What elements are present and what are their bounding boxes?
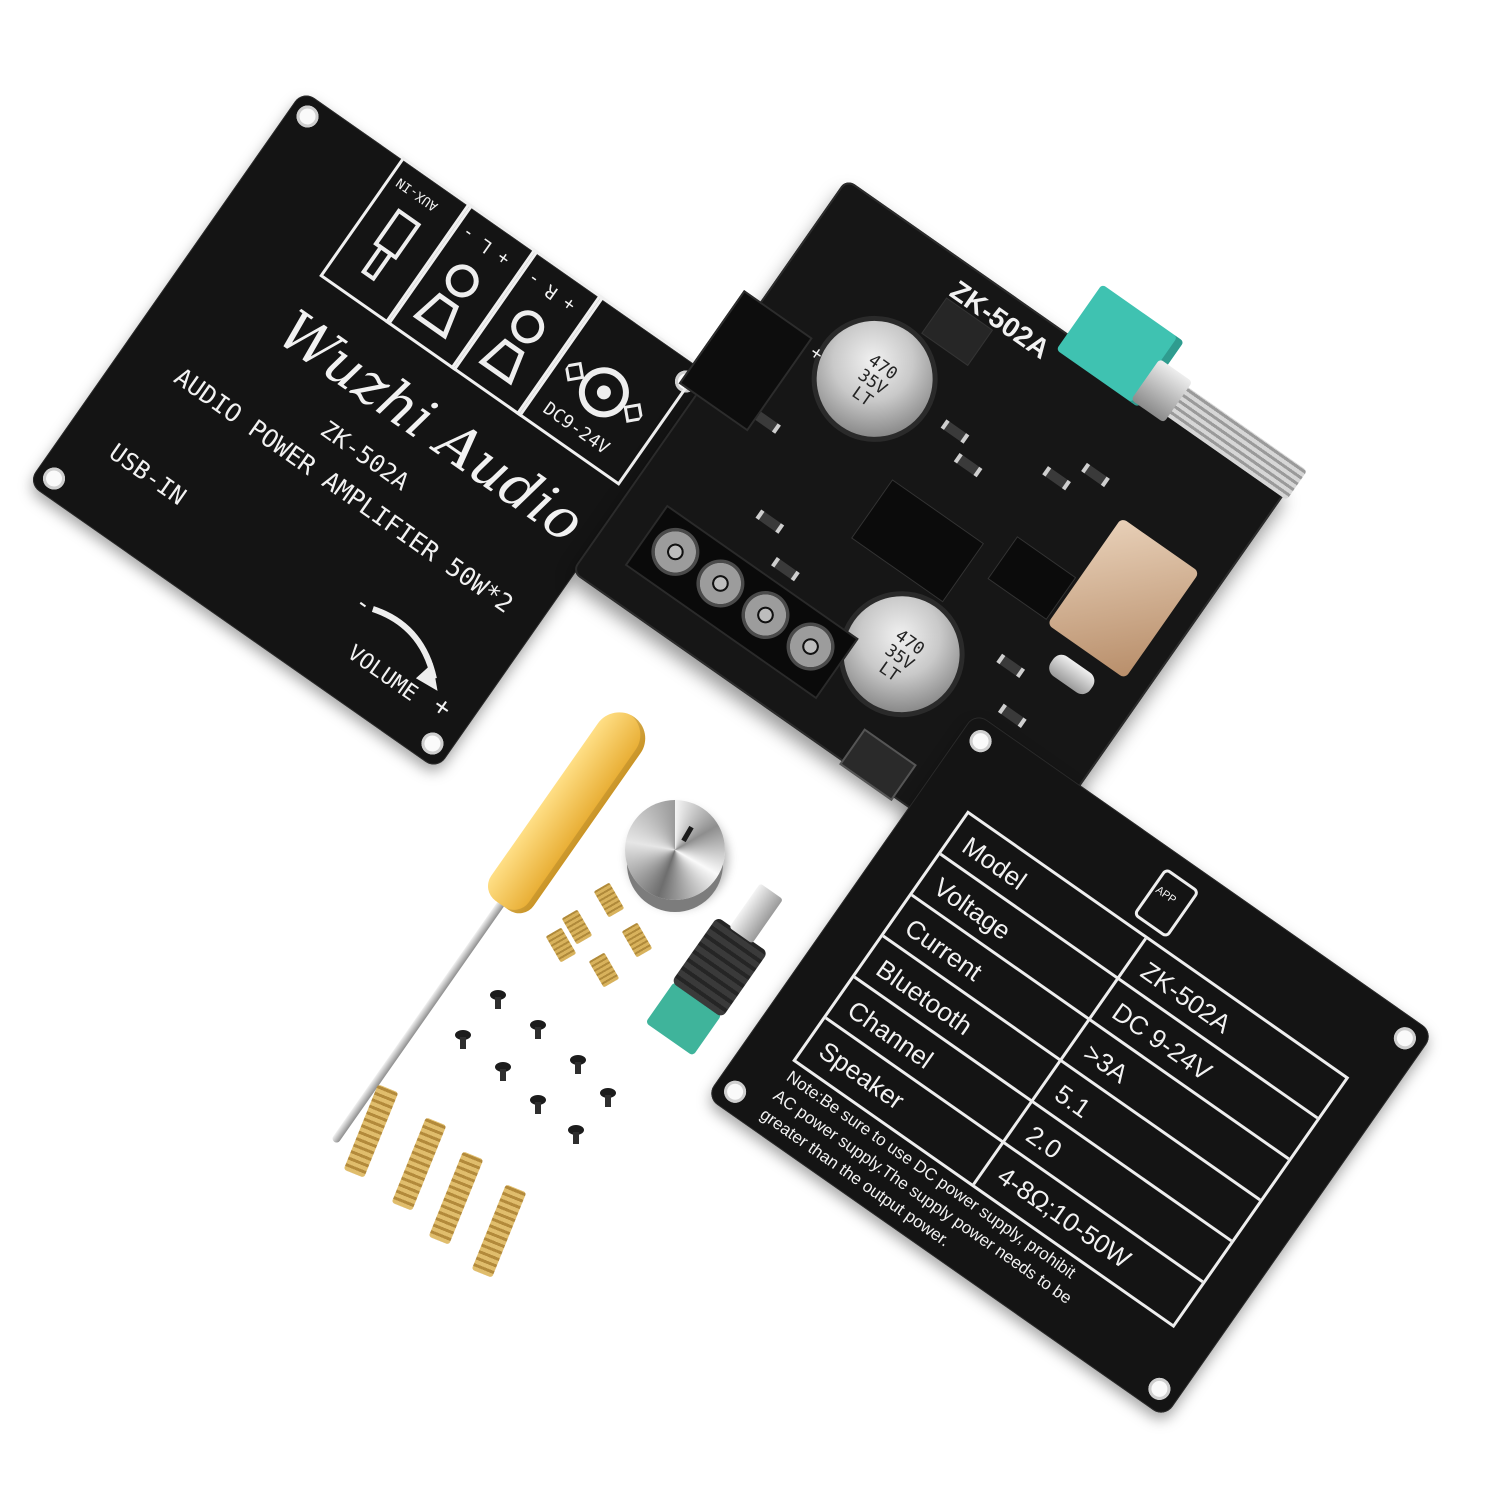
brass-standoff (588, 952, 620, 988)
speaker-icon (478, 310, 545, 386)
screwdriver-shaft (330, 893, 510, 1145)
brass-standoff (621, 922, 653, 958)
screwdriver-handle (480, 702, 656, 921)
brass-standoff (593, 882, 625, 918)
speaker-icon (412, 264, 479, 340)
mounting-screw (600, 1088, 616, 1108)
top-cover-plate: AUX-IN + L - + R - DC9-24V Wuzhi Audio Z… (27, 90, 713, 770)
mounting-screw (530, 1020, 546, 1040)
mounting-screw (495, 1062, 511, 1082)
long-brass-standoff (471, 1184, 527, 1278)
knob-indicator (681, 825, 694, 843)
mounting-screw (570, 1055, 586, 1075)
dc-polarity-icon (564, 361, 644, 423)
mounting-screw (490, 990, 506, 1010)
mounting-screw (530, 1095, 546, 1115)
long-brass-standoff (428, 1151, 484, 1245)
volume-knob (625, 800, 725, 900)
long-brass-standoff (391, 1117, 447, 1211)
audio-jack-icon (360, 208, 422, 282)
volume-arrow-icon (371, 606, 438, 691)
mounting-screw (455, 1030, 471, 1050)
mounting-screw (568, 1125, 584, 1145)
bottom-spec-plate: APP Model ZK-502A Voltage DC 9-24V Curre… (705, 711, 1435, 1419)
